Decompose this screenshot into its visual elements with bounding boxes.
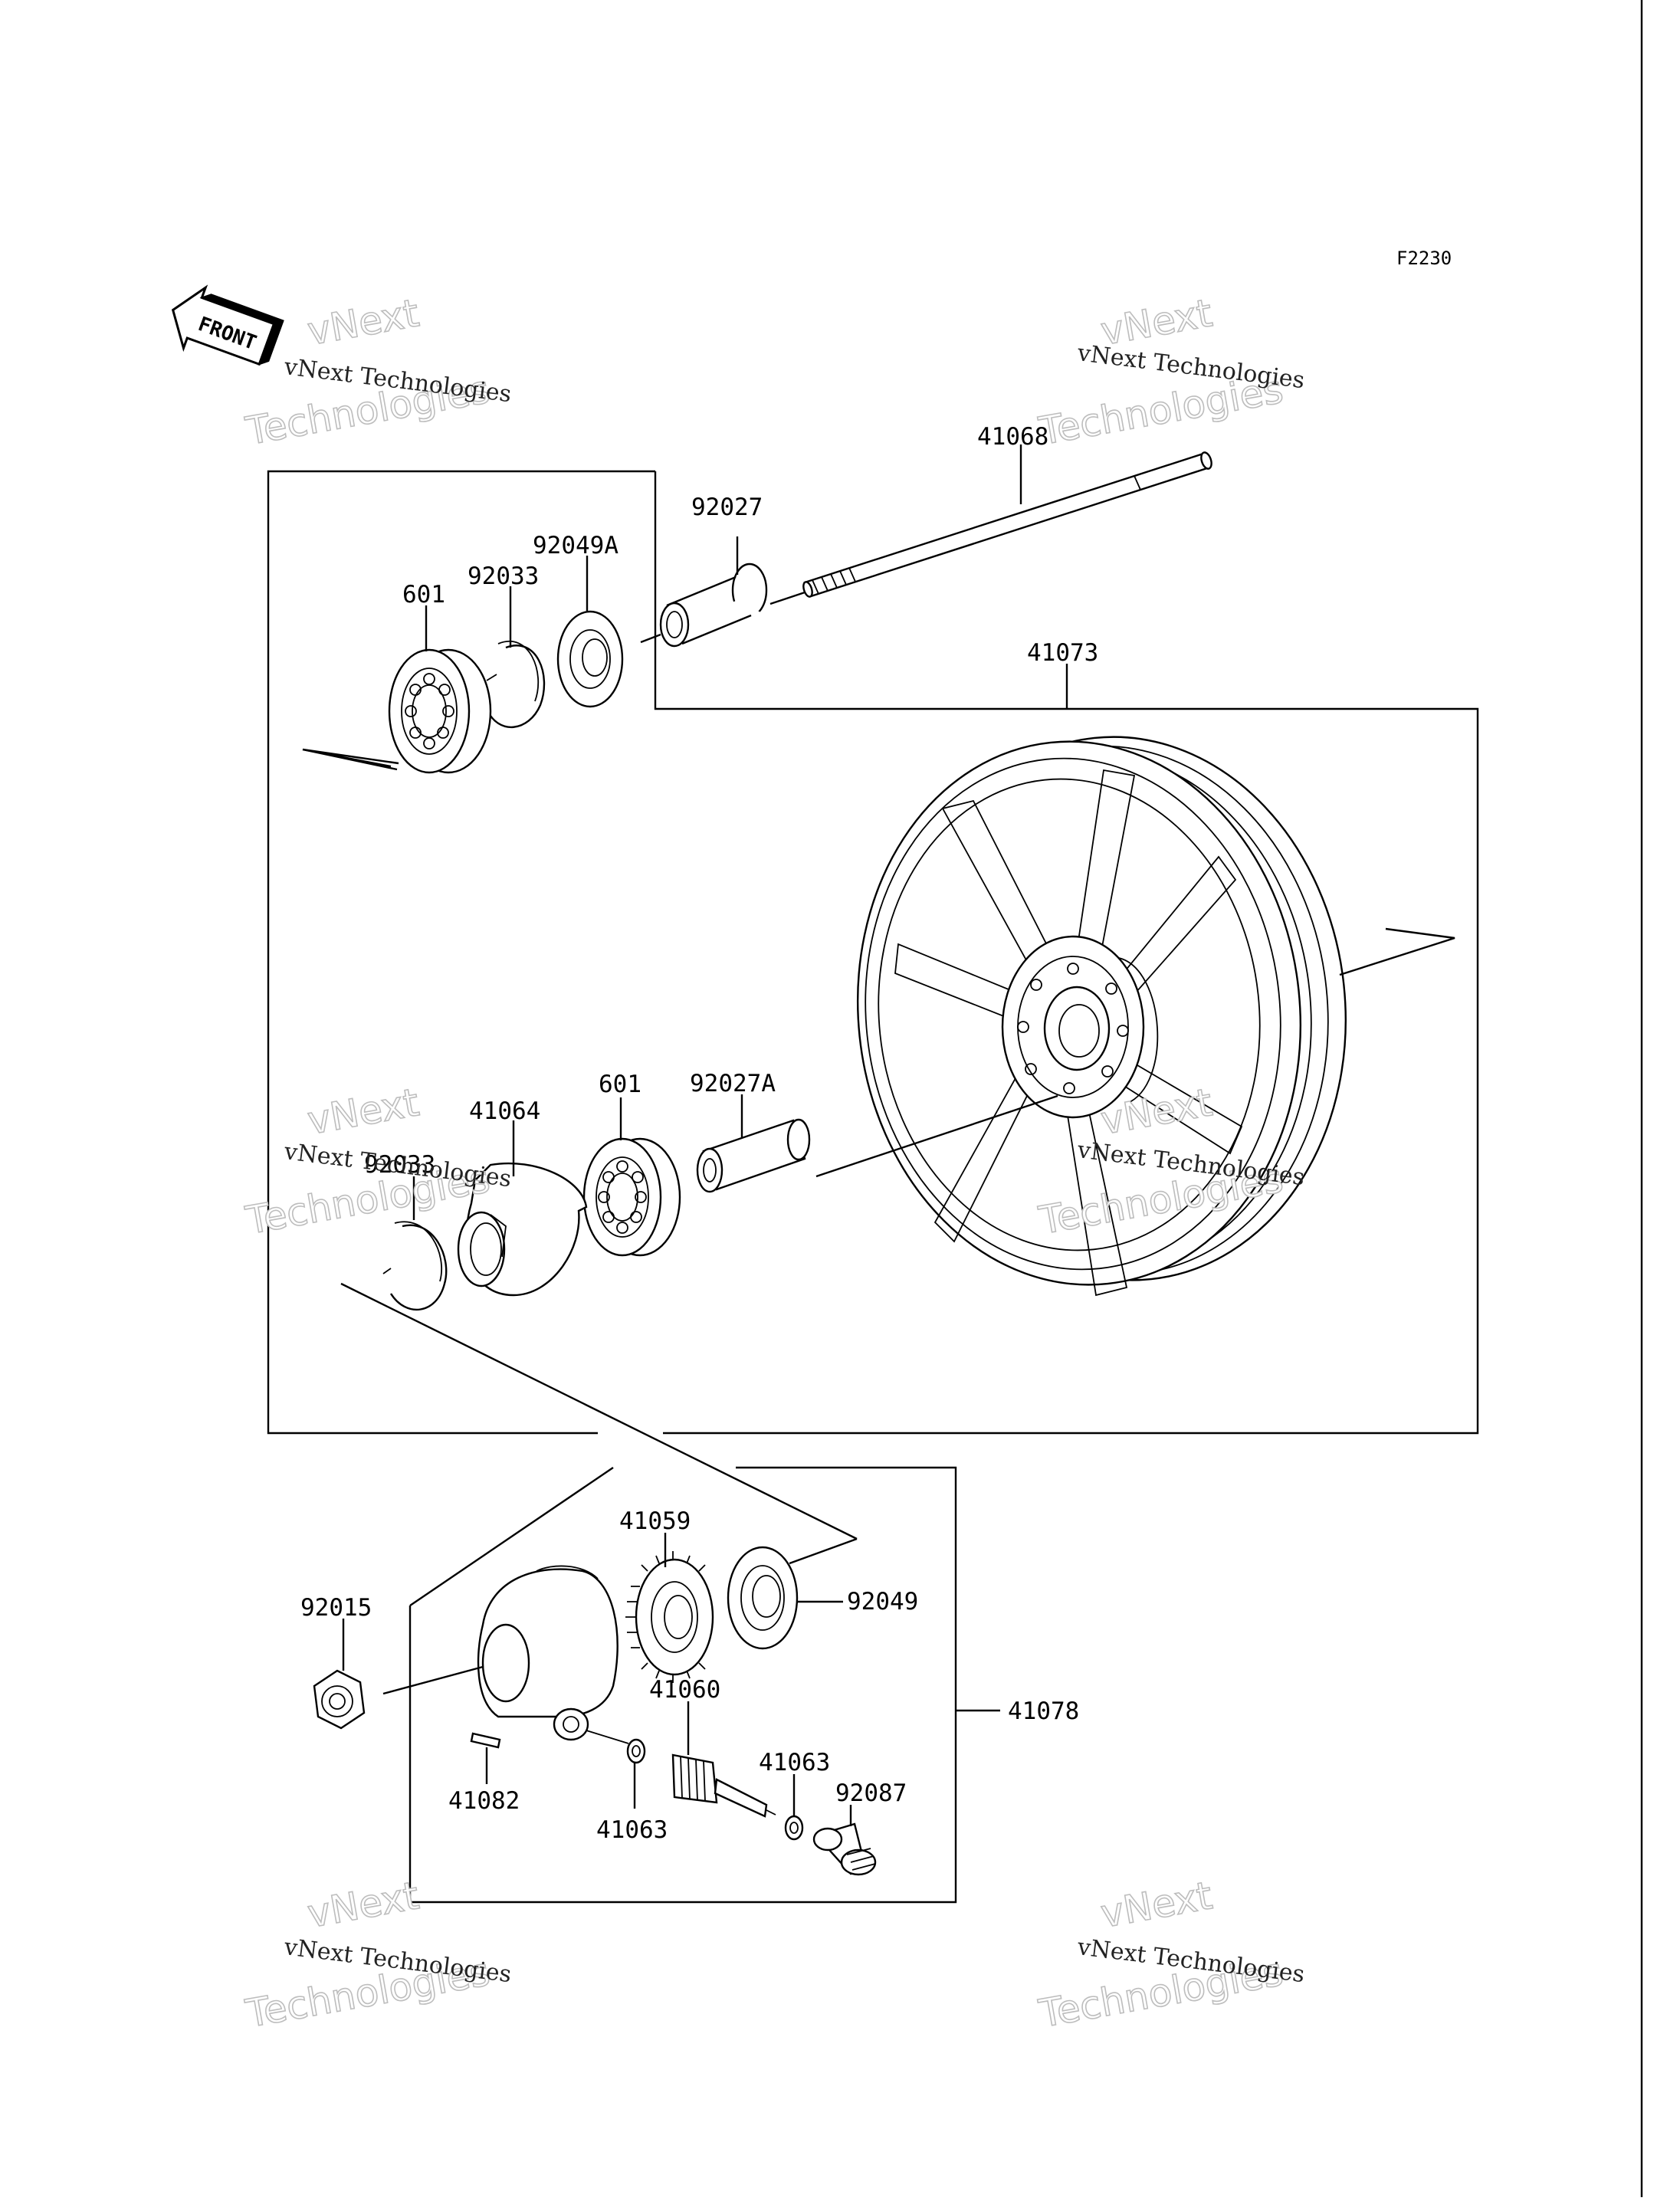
plate-41064 [457, 1162, 588, 1297]
label-41064: 41064 [469, 1097, 540, 1125]
pin-41082 [470, 1732, 501, 1749]
assembly-line-nut [382, 1665, 484, 1695]
spacer-92027 [640, 563, 768, 648]
label-41078: 41078 [1008, 1697, 1079, 1725]
washer-41063-right [784, 1815, 804, 1841]
bearing-601-mid [582, 1137, 681, 1257]
label-92027: 92027 [691, 494, 763, 521]
label-41073: 41073 [1027, 639, 1098, 667]
nut-92015 [313, 1669, 366, 1730]
washer-41063-left [626, 1738, 646, 1764]
label-92049A: 92049A [533, 532, 619, 559]
watermark-text: vNext [304, 1873, 422, 1936]
label-92033-mid: 92033 [364, 1151, 435, 1179]
spacer-92027A [696, 1118, 811, 1193]
circlip-92033-top [485, 641, 546, 729]
label-41082: 41082 [448, 1787, 520, 1815]
pinion-41060 [671, 1753, 776, 1818]
label-92049: 92049 [847, 1588, 918, 1615]
assembly-line-upper-left-2 [302, 748, 398, 771]
watermark-bottom-left: vNext Technologies vNext Technologies [241, 1873, 513, 2037]
seal-92049A [556, 610, 624, 708]
watermark-text: vNext [304, 1080, 422, 1143]
label-92033-top: 92033 [468, 563, 539, 590]
label-41059: 41059 [619, 1507, 691, 1535]
axle-41068 [769, 451, 1212, 605]
circlip-92033-mid [382, 1221, 448, 1311]
front-arrow-icon: FRONT [171, 284, 284, 366]
label-92015: 92015 [300, 1594, 372, 1622]
meter-gearbox-housing [477, 1565, 629, 1744]
part-labels: 41068 92027 92049A 92033 601 41073 41064… [300, 423, 1098, 1844]
watermark-bottom-right: vNext Technologies vNext Technologies [1035, 1873, 1306, 2037]
seal-92049 [727, 1546, 799, 1650]
upper-group-frame-right [654, 471, 1479, 1435]
gear-41059 [625, 1551, 714, 1683]
label-41068: 41068 [977, 423, 1048, 451]
watermark-top-left: vNext Technologies vNext Technologies [241, 290, 513, 454]
label-41063-left: 41063 [596, 1816, 668, 1844]
assembly-line-lower-tip [789, 1537, 858, 1565]
watermark-top-right: vNext Technologies vNext Technologies [1035, 290, 1306, 454]
label-92027A: 92027A [690, 1070, 776, 1097]
label-92087: 92087 [835, 1779, 907, 1807]
assembly-line-lower [340, 1282, 858, 1540]
assembly-line-right [1339, 927, 1455, 976]
bushing-92087 [812, 1822, 877, 1876]
watermark-text: vNext [1098, 1080, 1216, 1143]
label-601-mid: 601 [599, 1071, 641, 1098]
upper-group-frame [267, 470, 655, 1435]
lower-frame-diagonal [409, 1467, 614, 1606]
watermark-text: vNext [304, 290, 422, 353]
bearing-601-top [388, 648, 492, 774]
label-601-top: 601 [402, 581, 445, 608]
wheel-41073 [856, 736, 1347, 1297]
label-41063-right: 41063 [759, 1749, 830, 1776]
assembly-line-center [815, 1094, 1058, 1178]
lower-group-frame [409, 1466, 957, 1904]
watermark-text: vNext [1098, 1873, 1216, 1936]
label-41060: 41060 [649, 1676, 720, 1704]
diagram-code: F2230 [1396, 248, 1452, 269]
